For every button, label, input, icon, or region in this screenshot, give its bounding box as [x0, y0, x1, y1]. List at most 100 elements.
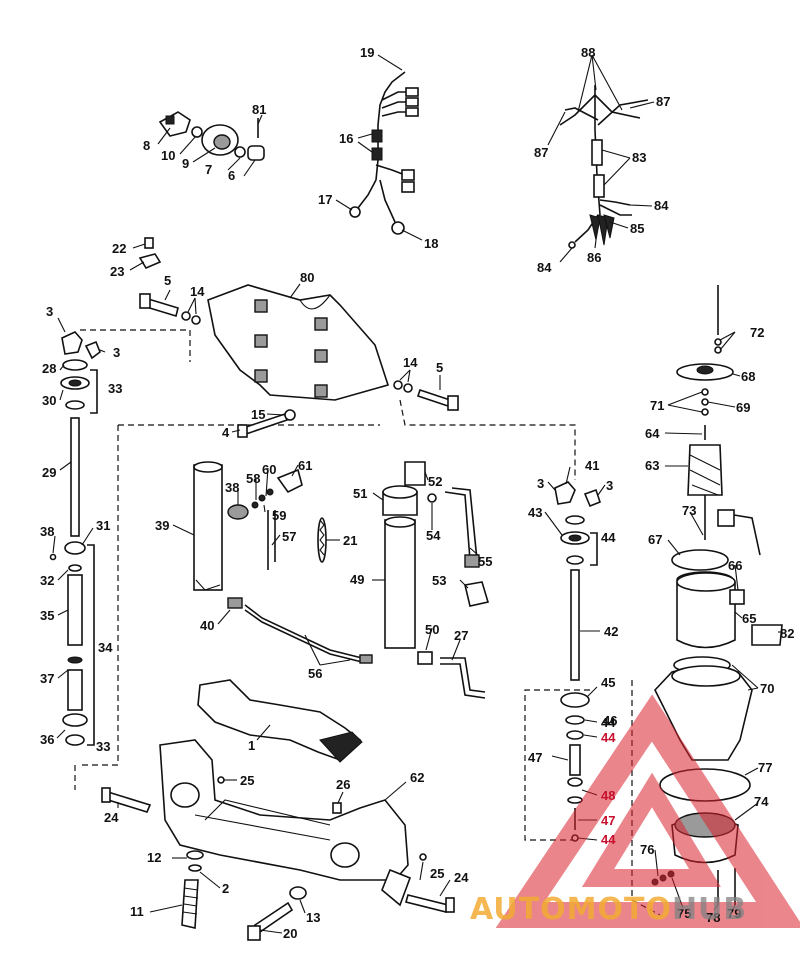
pump-motor-assembly [651, 285, 783, 905]
callout-39: 39 [155, 518, 169, 533]
callout-25: 25 [240, 773, 254, 788]
callout-8: 8 [143, 138, 150, 153]
callout-26: 26 [336, 777, 350, 792]
callout-11: 11 [130, 904, 144, 919]
callout-75: 75 [677, 906, 691, 921]
callout-68: 68 [741, 369, 755, 384]
callout-64: 64 [645, 426, 660, 441]
callout-6: 6 [228, 168, 235, 183]
wire-harness-upper [349, 71, 419, 235]
callout-16: 16 [339, 131, 353, 146]
callout-60: 60 [262, 462, 276, 477]
callout-52: 52 [428, 474, 442, 489]
callout-42: 42 [604, 624, 618, 639]
callout-73: 73 [682, 503, 696, 518]
callout-45: 45 [601, 675, 615, 690]
callout-38: 38 [225, 480, 239, 495]
callout-47: 47 [528, 750, 542, 765]
callout-31: 31 [96, 518, 110, 533]
screws-22-23 [138, 237, 162, 270]
callout-2: 2 [222, 881, 229, 896]
callout-32: 32 [40, 573, 54, 588]
callout-36: 36 [40, 732, 54, 747]
callout-84: 84 [537, 260, 552, 275]
callout-24: 24 [454, 870, 469, 885]
callout-1: 1 [248, 738, 255, 753]
base-hardware [101, 776, 455, 941]
callout-87: 87 [534, 145, 548, 160]
callout-71: 71 [650, 398, 664, 413]
callout-7: 7 [205, 162, 212, 177]
callout-55: 55 [478, 554, 492, 569]
callout-35: 35 [40, 608, 54, 623]
callout-56: 56 [308, 666, 322, 681]
callout-62: 62 [410, 770, 424, 785]
tilt-arm-1 [197, 679, 363, 763]
callout-14: 14 [190, 284, 205, 299]
callout-41: 41 [585, 458, 599, 473]
callout-24: 24 [104, 810, 119, 825]
trim-knob-assembly [158, 111, 265, 161]
callout-51: 51 [353, 486, 367, 501]
callout-29: 29 [42, 465, 56, 480]
watermark-triangle [495, 694, 800, 928]
callout-22: 22 [112, 241, 126, 256]
callout-37: 37 [40, 671, 54, 686]
callout-49: 49 [350, 572, 364, 587]
right-steering-shaft-stack [554, 481, 601, 842]
callout-13: 13 [306, 910, 320, 925]
callout-77: 77 [758, 760, 772, 775]
callout-76: 76 [640, 842, 654, 857]
callout-27: 27 [454, 628, 468, 643]
callout-85: 85 [630, 221, 644, 236]
callout-17: 17 [318, 192, 332, 207]
callout-58: 58 [246, 471, 260, 486]
callout-3: 3 [606, 478, 613, 493]
callout-67: 67 [648, 532, 662, 547]
callout-79: 79 [727, 906, 741, 921]
callout-34: 34 [98, 640, 113, 655]
callout-3: 3 [537, 476, 544, 491]
callout-5: 5 [164, 273, 171, 288]
callout-78: 78 [706, 910, 720, 925]
callout-87: 87 [656, 94, 670, 109]
tilt-cylinder-49 [382, 461, 490, 699]
callout-83: 83 [632, 150, 646, 165]
callout-80: 80 [300, 270, 314, 285]
callout-43: 43 [528, 505, 542, 520]
callout-25: 25 [430, 866, 444, 881]
callout-47: 47 [601, 813, 615, 828]
callout-86: 86 [587, 250, 601, 265]
callout-4: 4 [222, 425, 230, 440]
callout-3: 3 [46, 304, 53, 319]
stern-bracket-62 [159, 739, 412, 907]
callout-59: 59 [272, 508, 286, 523]
callout-30: 30 [42, 393, 56, 408]
callout-84: 84 [654, 198, 669, 213]
swivel-bracket-80 [207, 284, 390, 401]
callout-70: 70 [760, 681, 774, 696]
callout-23: 23 [110, 264, 124, 279]
callout-40: 40 [200, 618, 214, 633]
callout-88: 88 [581, 45, 595, 60]
callout-57: 57 [282, 529, 296, 544]
callout-50: 50 [425, 622, 439, 637]
callout-61: 61 [298, 458, 312, 473]
callout-53: 53 [432, 573, 446, 588]
callout-12: 12 [147, 850, 161, 865]
callout-33: 33 [108, 381, 122, 396]
callout-82: 82 [780, 626, 794, 641]
callout-28: 28 [42, 361, 56, 376]
callout-65: 65 [742, 611, 756, 626]
callout-9: 9 [182, 156, 189, 171]
callout-69: 69 [736, 400, 750, 415]
callout-44: 44 [601, 832, 616, 847]
callout-48: 48 [601, 788, 615, 803]
callout-44: 44 [601, 530, 616, 545]
left-steering-shaft-stack [49, 331, 101, 746]
callout-72: 72 [750, 325, 764, 340]
leader-lines [52, 54, 782, 934]
callout-10: 10 [161, 148, 175, 163]
